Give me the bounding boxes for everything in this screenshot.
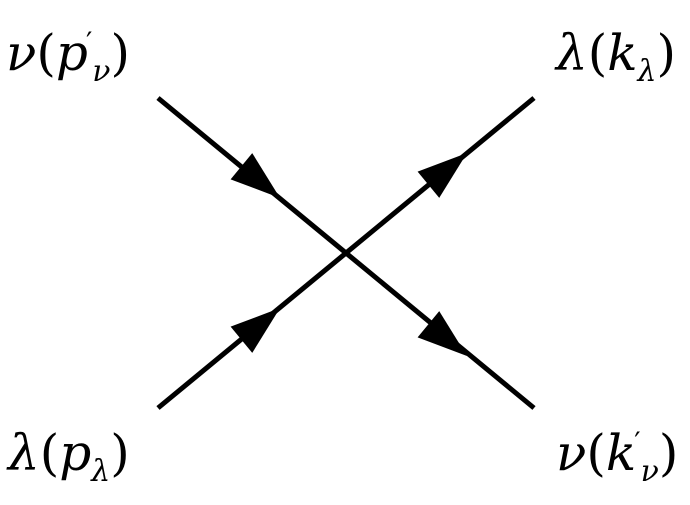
lambda-propagator-line	[156, 96, 536, 410]
arrow-outgoing-lambda-icon	[417, 153, 467, 198]
arrow-incoming-lambda-icon	[230, 308, 280, 353]
label-bottom-left: λ(pλ)	[8, 424, 130, 489]
label-top-left: ν(p′ν)	[6, 24, 131, 89]
label-bottom-right: ν(k′ν)	[556, 424, 679, 489]
arrow-outgoing-nu-icon	[417, 311, 467, 356]
label-top-right: λ(kλ)	[556, 24, 677, 89]
arrow-incoming-nu-icon	[230, 153, 280, 198]
